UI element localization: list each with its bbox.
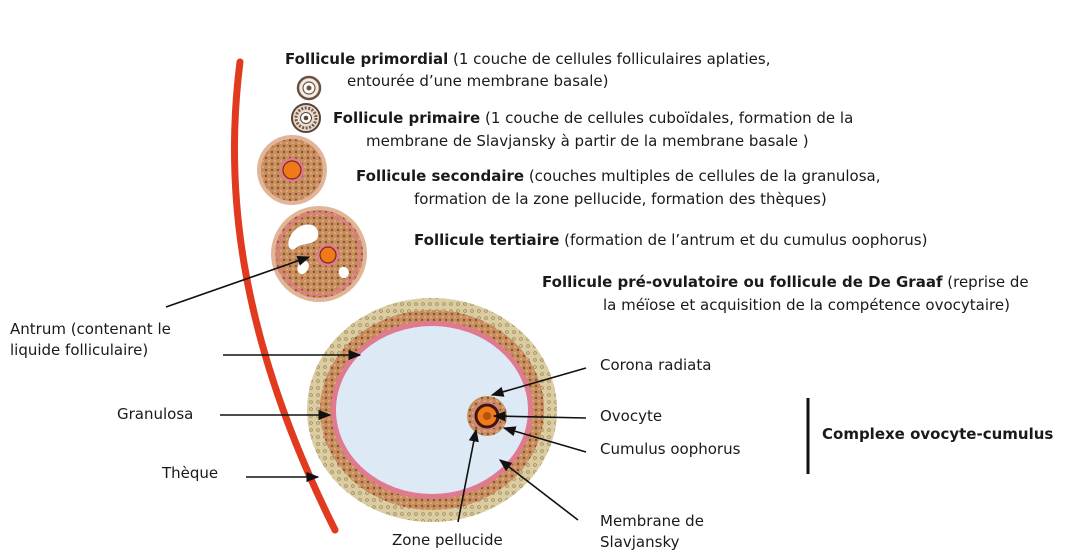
secondary-follicle: [257, 135, 327, 205]
stage-primaire-line1: Follicule primaire (1 couche de cellules…: [333, 108, 853, 129]
corona-radiata-pointer: [490, 367, 587, 397]
stage-primaire-desc2: membrane de Slavjansky à partir de la me…: [366, 132, 809, 150]
label-antrum: Antrum (contenant le liquide folliculair…: [10, 319, 171, 361]
stage-tertiaire-line1: Follicule tertiaire (formation de l’antr…: [414, 230, 927, 251]
primary-follicle: [291, 103, 321, 133]
stage-primordial-name: Follicule primordial: [285, 50, 449, 68]
stage-primordial-desc2: entourée d’une membrane basale): [347, 72, 609, 90]
label-cumulus-oophorus: Cumulus oophorus: [600, 440, 741, 458]
stage-tertiaire-desc1: (formation de l’antrum et du cumulus oop…: [564, 231, 928, 249]
membrane-pointer: [498, 459, 579, 521]
label-ovocyte: Ovocyte: [600, 407, 663, 425]
stage-primaire-desc1: (1 couche de cellules cuboïdales, format…: [485, 109, 854, 127]
de-graaf-follicle: [307, 298, 557, 522]
cumulus-pointer: [502, 426, 587, 453]
label-membrane-line2: Slavjansky: [600, 533, 680, 551]
label-antrum-line1: Antrum (contenant le: [10, 320, 171, 338]
label-granulosa: Granulosa: [117, 405, 194, 423]
label-corona-radiata: Corona radiata: [600, 356, 712, 374]
label-antrum-line2: liquide folliculaire): [10, 341, 149, 359]
stage-de-graaf-name: Follicule pré-ovulatoire ou follicule de…: [542, 273, 943, 291]
label-theque: Thèque: [162, 464, 219, 482]
stage-de-graaf-desc2: la méïose et acquisition de la compétenc…: [603, 296, 1010, 314]
primordial-follicle: [296, 75, 322, 101]
ovocyte-pointer: [492, 411, 587, 422]
stage-secondaire-desc2: formation de la zone pellucide, formatio…: [414, 190, 827, 208]
stage-de-graaf-line1: Follicule pré-ovulatoire ou follicule de…: [542, 272, 1029, 293]
label-membrane-line1: Membrane de: [600, 512, 704, 530]
stage-tertiaire-name: Follicule tertiaire: [414, 231, 560, 249]
zone-pellucide-pointer: [457, 428, 479, 523]
label-complexe-text: Complexe ovocyte-cumulus: [822, 425, 1054, 443]
stage-secondaire-name: Follicule secondaire: [356, 167, 525, 185]
stage-de-graaf-desc1: (reprise de: [947, 273, 1029, 291]
tertiary-follicle: [271, 206, 367, 302]
stage-primordial-line1: Follicule primordial (1 couche de cellul…: [285, 49, 771, 70]
stage-secondaire-desc1: (couches multiples de cellules de la gra…: [528, 167, 881, 185]
stage-primordial-desc1: (1 couche de cellules folliculaires apla…: [453, 50, 771, 68]
stage-secondaire-line1: Follicule secondaire (couches multiples …: [356, 166, 880, 187]
label-complexe: Complexe ovocyte-cumulus: [822, 424, 1053, 445]
progression-line: [230, 58, 339, 534]
label-zone-pellucide: Zone pellucide: [392, 531, 503, 549]
antrum-pointer-a: [165, 255, 311, 308]
label-membrane: Membrane de Slavjansky: [600, 511, 704, 553]
stage-primaire-name: Follicule primaire: [333, 109, 481, 127]
